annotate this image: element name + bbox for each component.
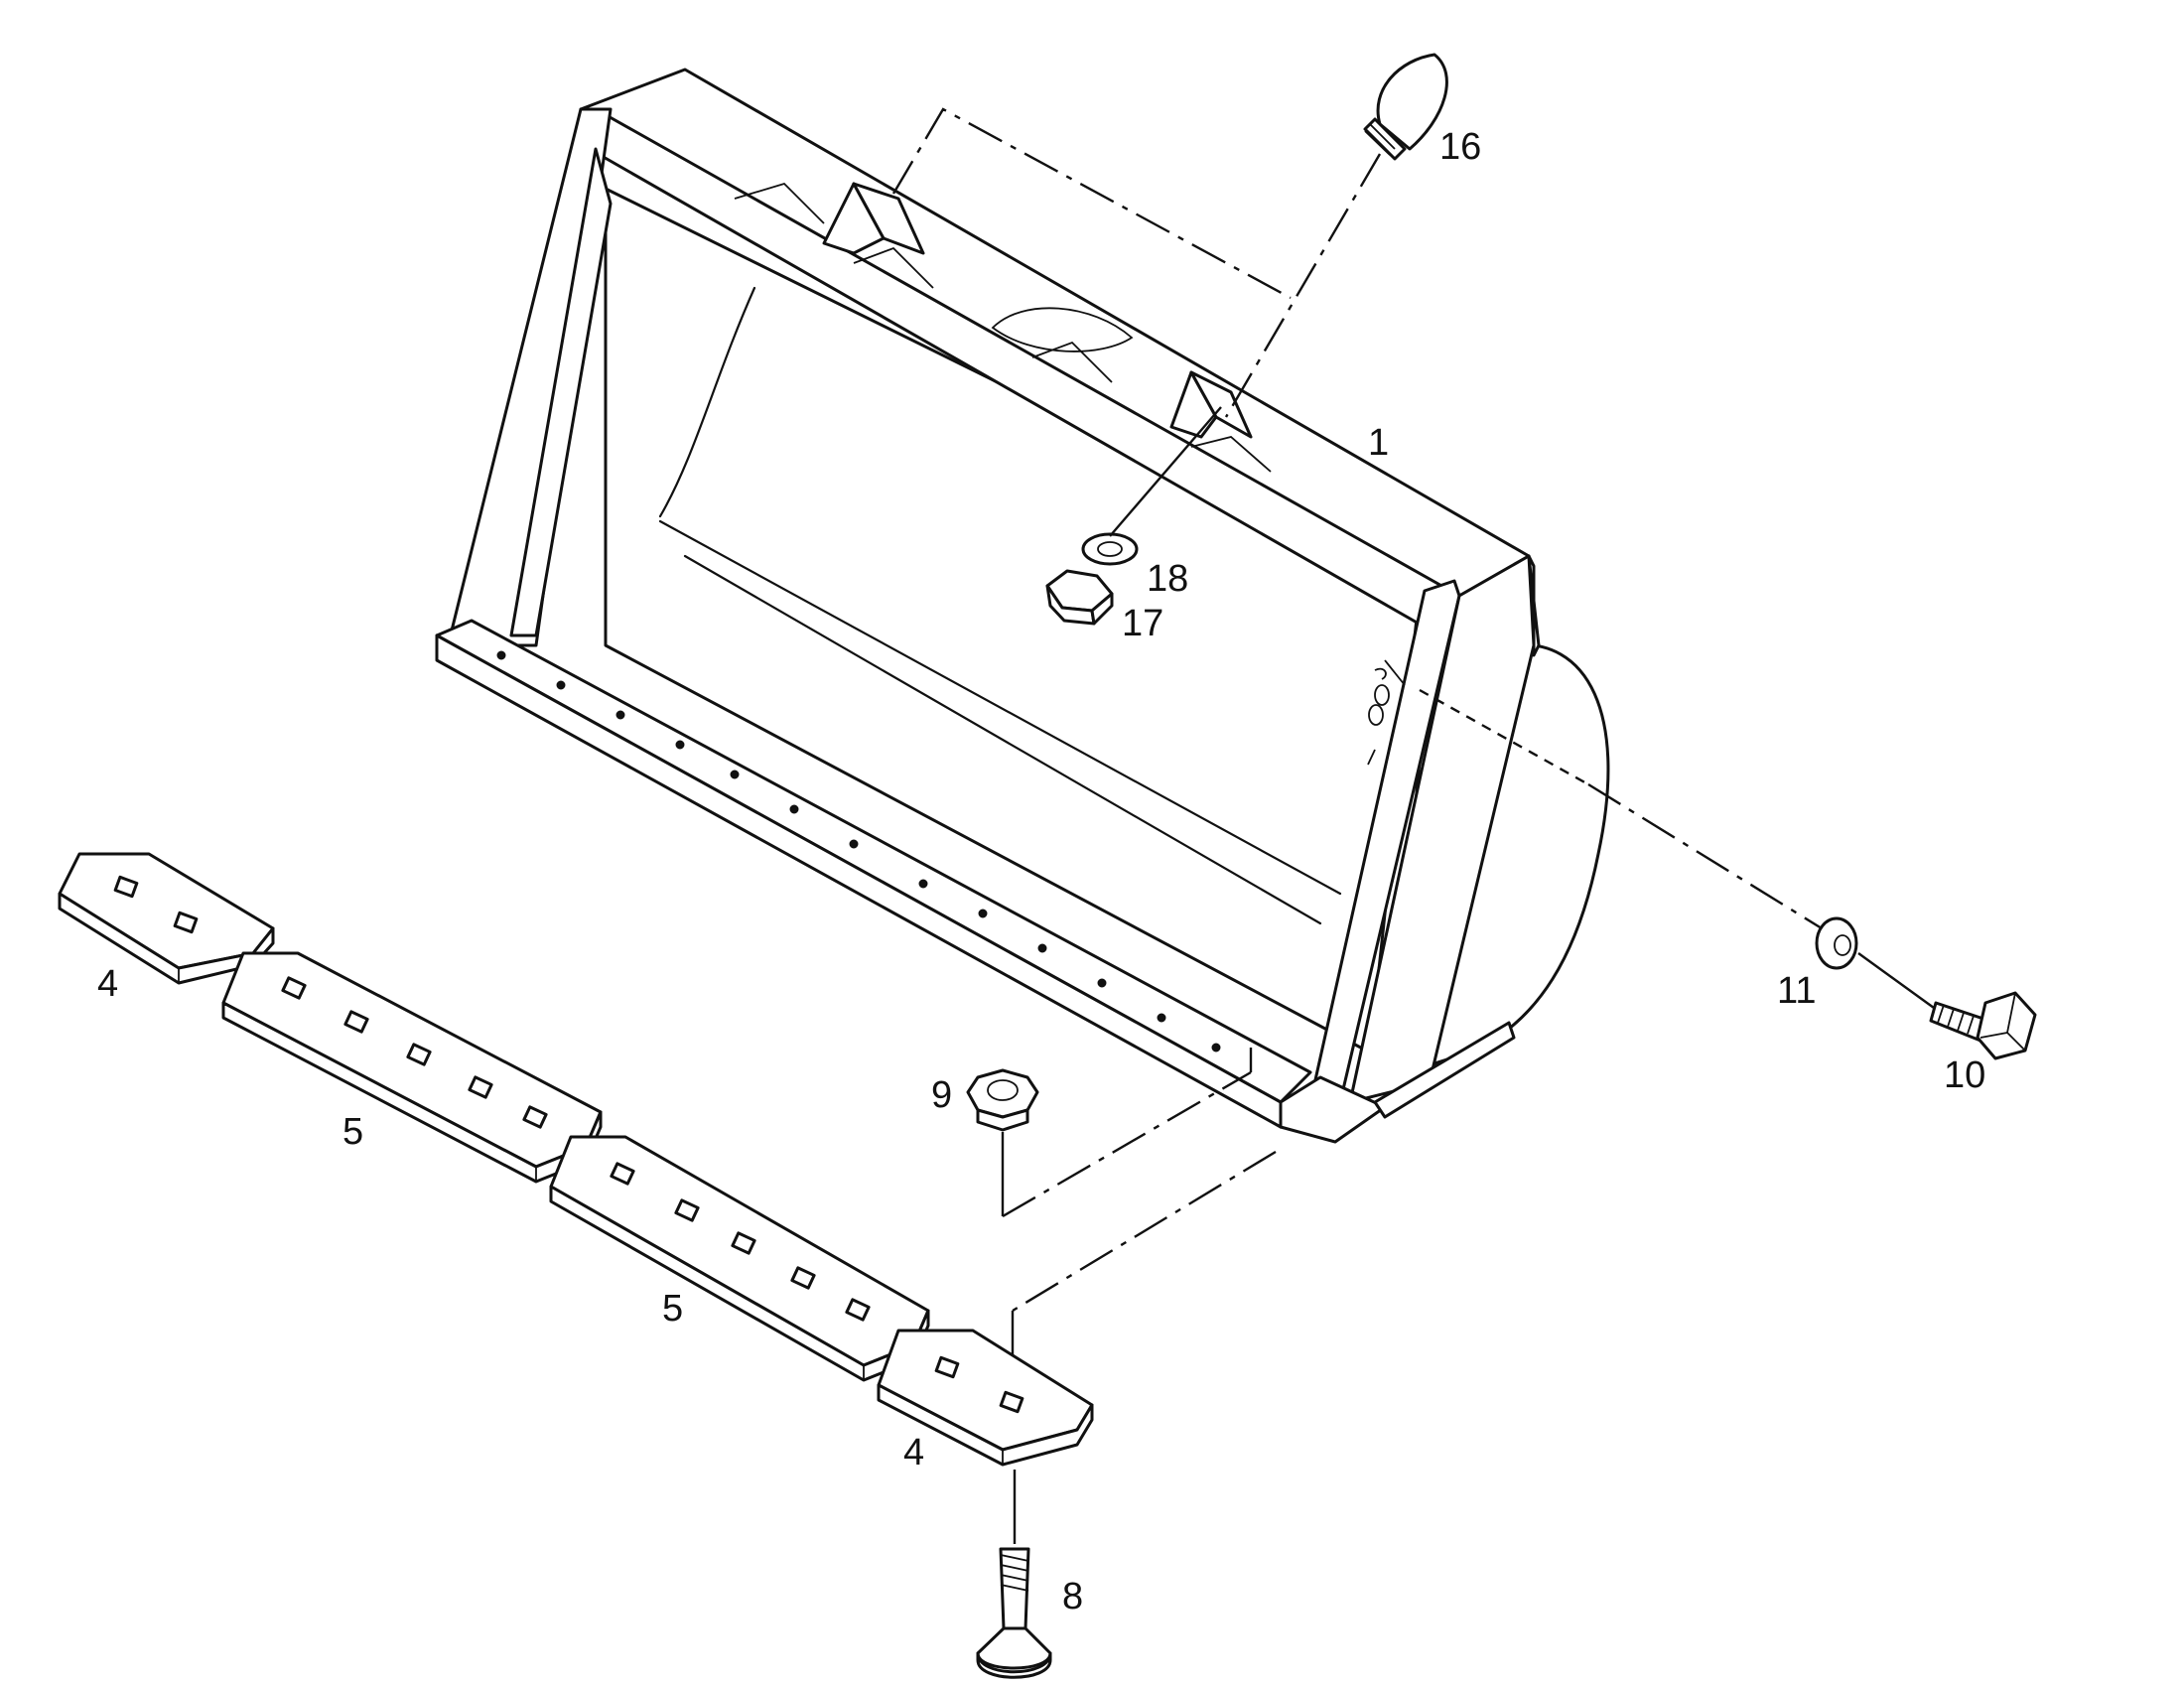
callout-5-lower: 5: [662, 1288, 683, 1330]
cap-part-16: [1363, 53, 1448, 161]
leader-16: [1224, 153, 1382, 418]
callout-17: 17: [1122, 603, 1163, 644]
end-plate-part-4-right: [877, 1329, 1094, 1467]
leader-11: [1587, 782, 1823, 930]
callout-4-right: 4: [903, 1432, 924, 1474]
callout-5-upper: 5: [342, 1111, 363, 1153]
callout-1: 1: [1368, 422, 1389, 464]
callout-18: 18: [1147, 558, 1188, 600]
leader-9-diag: [1002, 1070, 1252, 1218]
callout-4-left: 4: [97, 963, 118, 1005]
washer-part-11: [1815, 916, 1858, 970]
leader-11-dashed: [1419, 688, 1589, 786]
edge-segment-part-5-upper: [221, 951, 603, 1184]
hook-bracket-right: [1169, 370, 1253, 439]
washer-part-18: [1081, 532, 1139, 566]
bolt-part-10: [1929, 991, 2037, 1060]
edge-segment-part-5-lower: [549, 1135, 930, 1382]
leader-8-diag: [1012, 1150, 1277, 1313]
callout-16: 16: [1439, 126, 1481, 168]
callout-9: 9: [931, 1074, 952, 1116]
nut-part-17: [1045, 569, 1114, 626]
bolt-part-8: [976, 1547, 1052, 1679]
nut-part-9: [966, 1068, 1039, 1132]
callout-11: 11: [1777, 970, 1816, 1012]
hook-bracket-left: [822, 182, 925, 255]
leader-10: [1857, 952, 1935, 1009]
lip-bolt-holes: [496, 650, 1221, 1052]
end-plate-part-4-left: [58, 852, 275, 985]
leader-bracket-top: [891, 107, 1292, 300]
leader-18: [1109, 406, 1222, 537]
callout-8: 8: [1062, 1576, 1083, 1617]
bucket-body: [435, 68, 1610, 1144]
callout-10: 10: [1944, 1054, 1985, 1096]
